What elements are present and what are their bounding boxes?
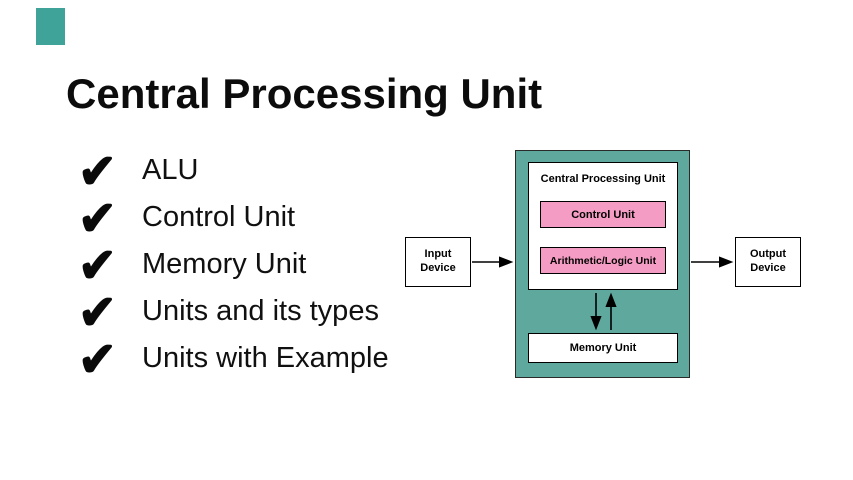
check-icon: ✔ — [78, 331, 117, 386]
page-title: Central Processing Unit — [66, 70, 543, 117]
list-item: ✔ Memory Unit — [78, 237, 389, 292]
output-device-label: Output Device — [749, 248, 787, 274]
input-device-box: Input Device — [405, 237, 471, 287]
bullet-label: ALU — [142, 154, 199, 186]
input-device-label: Input Device — [420, 248, 456, 274]
cpu-label: Central Processing Unit — [540, 173, 666, 185]
corner-accent — [36, 8, 65, 45]
cpu-inner-box: Central Processing Unit Control Unit Ari… — [528, 162, 678, 290]
control-unit-box: Control Unit — [540, 201, 666, 228]
bullet-label: Memory Unit — [142, 248, 307, 280]
bullet-label: Units with Example — [142, 342, 389, 374]
check-icon: ✔ — [78, 143, 117, 198]
alu-box: Arithmetic/Logic Unit — [540, 247, 666, 274]
output-device-box: Output Device — [735, 237, 801, 287]
check-icon: ✔ — [78, 237, 117, 292]
list-item: ✔ Units with Example — [78, 331, 389, 386]
bullet-list: ✔ ALU ✔ Control Unit ✔ Memory Unit ✔ Uni… — [78, 143, 389, 386]
list-item: ✔ Units and its types — [78, 284, 389, 339]
list-item: ✔ Control Unit — [78, 190, 389, 245]
check-icon: ✔ — [78, 190, 117, 245]
memory-unit-box: Memory Unit — [528, 333, 678, 363]
check-icon: ✔ — [78, 284, 117, 339]
bullet-label: Units and its types — [142, 295, 379, 327]
list-item: ✔ ALU — [78, 143, 389, 198]
bullet-label: Control Unit — [142, 201, 296, 233]
